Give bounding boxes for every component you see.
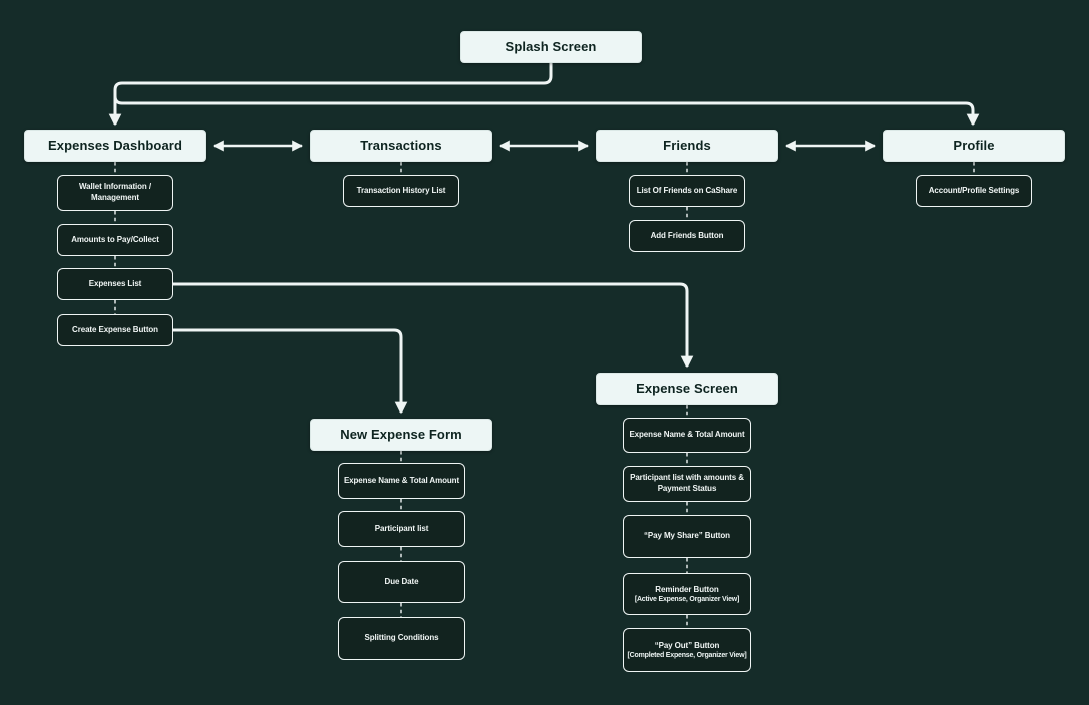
node-label: Friends [663, 137, 711, 153]
node-label: Profile [953, 137, 995, 153]
node-list-of-friends[interactable]: List Of Friends on CaShare [629, 175, 745, 207]
node-expense-screen[interactable]: Expense Screen [596, 373, 778, 405]
node-form-participant-list[interactable]: Participant list [338, 511, 465, 547]
node-label: Expense Name & Total Amount [629, 430, 745, 440]
node-note: [Completed Expense, Organizer View] [627, 652, 747, 660]
node-transaction-history-list[interactable]: Transaction History List [343, 175, 459, 207]
node-label: Transactions [360, 137, 442, 153]
node-friends[interactable]: Friends [596, 130, 778, 162]
node-profile[interactable]: Profile [883, 130, 1065, 162]
node-add-friends-button[interactable]: Add Friends Button [629, 220, 745, 252]
node-expense-name-total-amount[interactable]: Expense Name & Total Amount [623, 418, 751, 453]
node-label: Due Date [384, 576, 419, 586]
node-form-splitting-conditions[interactable]: Splitting Conditions [338, 617, 465, 660]
node-pay-my-share-button[interactable]: “Pay My Share” Button [623, 515, 751, 558]
node-label: List Of Friends on CaShare [636, 185, 738, 195]
connector-expenses-list-to-expense-screen [173, 282, 694, 369]
node-wallet-information[interactable]: Wallet Information / Management [57, 175, 173, 211]
node-label: Wallet Information / Management [79, 182, 151, 202]
connector-create-expense-to-new-expense-form [173, 328, 408, 415]
node-amounts-to-pay-collect[interactable]: Amounts to Pay/Collect [57, 224, 173, 256]
node-expenses-dashboard[interactable]: Expenses Dashboard [24, 130, 206, 162]
connector-splash-to-profile [113, 95, 980, 127]
node-label: Splitting Conditions [364, 633, 439, 643]
node-label: Participant list with amounts & Payment … [630, 473, 744, 493]
node-account-profile-settings[interactable]: Account/Profile Settings [916, 175, 1032, 207]
node-label: Create Expense Button [72, 324, 158, 334]
node-label: Add Friends Button [650, 230, 724, 240]
dashed-connectors [114, 162, 975, 628]
node-participant-list-payment-status[interactable]: Participant list with amounts & Payment … [623, 466, 751, 502]
node-label: Expenses List [88, 278, 142, 288]
node-expenses-list[interactable]: Expenses List [57, 268, 173, 300]
node-label: Expenses Dashboard [47, 137, 182, 153]
node-label: “Pay Out” Button [654, 640, 720, 650]
node-pay-out-button[interactable]: “Pay Out” Button [Completed Expense, Org… [623, 628, 751, 672]
node-note: [Active Expense, Organizer View] [634, 596, 740, 604]
connector-splash-to-expenses-dashboard [108, 63, 553, 127]
node-form-due-date[interactable]: Due Date [338, 561, 465, 603]
node-transactions[interactable]: Transactions [310, 130, 492, 162]
node-label: Reminder Button [655, 584, 719, 594]
node-label: “Pay My Share” Button [644, 531, 730, 541]
node-label: Expense Name & Total Amount [343, 475, 460, 485]
node-label: Transaction History List [356, 185, 446, 195]
node-form-expense-name-total-amount[interactable]: Expense Name & Total Amount [338, 463, 465, 499]
node-label: Account/Profile Settings [928, 185, 1020, 195]
node-label: Expense Screen [636, 380, 738, 396]
node-label: Participant list [374, 523, 429, 533]
node-label: New Expense Form [340, 426, 462, 442]
node-splash-screen[interactable]: Splash Screen [460, 31, 642, 63]
node-label: Amounts to Pay/Collect [71, 234, 159, 244]
node-label: Splash Screen [505, 38, 597, 54]
node-reminder-button[interactable]: Reminder Button [Active Expense, Organiz… [623, 573, 751, 615]
node-create-expense-button[interactable]: Create Expense Button [57, 314, 173, 346]
node-new-expense-form[interactable]: New Expense Form [310, 419, 492, 451]
